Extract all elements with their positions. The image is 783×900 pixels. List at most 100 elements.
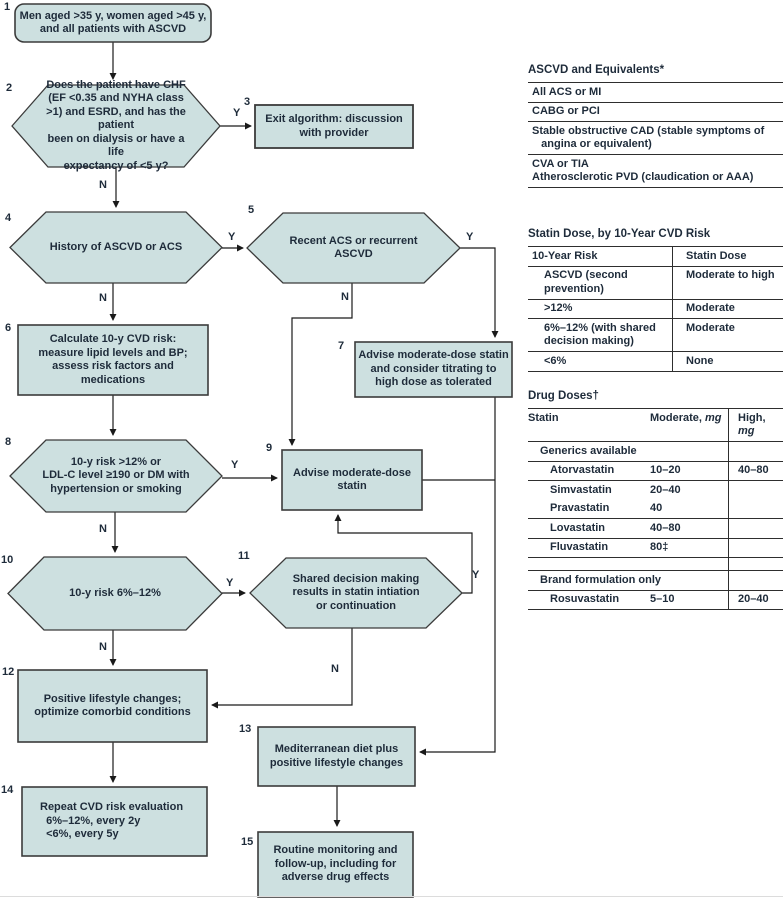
node-4-text: History of ASCVD or ACS (49, 240, 183, 253)
node-3-text: Exit algorithm: discussion with provider (265, 113, 403, 139)
ascvd-table-title: ASCVD and Equivalents* (528, 64, 665, 76)
moderate-cell: 40–80 (650, 521, 681, 534)
node-14-number: 14 (1, 784, 14, 796)
edge-label-8-no: N (99, 523, 107, 535)
node-2-shape (11, 84, 221, 168)
risk-cell: <6% (544, 354, 567, 367)
high-cell: 20–40 (738, 593, 769, 605)
node-13-shape (257, 726, 416, 787)
dose-cell: Moderate to high (686, 269, 775, 281)
table-row: ASCVD (second prevention) Moderate to hi… (528, 267, 783, 300)
risk-cell: >12% (544, 302, 573, 314)
moderate-cell: 10–20 (650, 464, 681, 476)
connector-11-12 (211, 628, 353, 709)
edge-label-10-yes: Y (226, 577, 234, 589)
node-9-shape (281, 449, 423, 511)
high-cell (728, 541, 783, 555)
node-12-shape (17, 669, 208, 743)
edge-label-8-yes: Y (231, 459, 239, 471)
statin-cell: Pravastatin (550, 502, 610, 514)
node-5-text: Recent ACS or recurrent ASCVD (289, 234, 418, 261)
node-4-number: 4 (5, 212, 12, 224)
risk-table-body: 10-Year Risk Statin Dose ASCVD (second p… (528, 246, 783, 372)
moderate-cell: 20–40 (650, 483, 681, 496)
table-row: 6%–12% (with shared decision making) Mod… (528, 319, 783, 352)
risk-cell: ASCVD (second prevention) (544, 269, 631, 295)
node-9-text: Advise moderate-dose statin (293, 466, 411, 493)
doses-table-column-divider (728, 409, 730, 610)
high-cell (728, 502, 783, 516)
moderate-col-header: Moderate, mg (650, 411, 722, 424)
high-cell: 40–80 (738, 464, 769, 476)
edge-label-4-yes: Y (228, 231, 236, 243)
node-2-number: 2 (6, 82, 13, 94)
moderate-cell: 40 (650, 502, 663, 514)
node-2-text: Does the patient have CHF (EF <0.35 and … (46, 78, 186, 172)
connector-7-13 (419, 397, 496, 756)
drug-doses-table: Drug Doses† Statin Moderate, mg High, mg… (528, 390, 783, 610)
doses-table-body: Statin Moderate, mg High, mg Generics av… (528, 408, 783, 610)
statin-cell: Lovastatin (550, 521, 606, 534)
high-col-header: High, mg (738, 411, 769, 438)
node-10-shape (7, 556, 223, 631)
dose-cell: None (686, 354, 714, 367)
node-13-text: Mediterranean diet plus positive lifesty… (269, 743, 404, 769)
node-6-number: 6 (5, 322, 12, 334)
table-row: >12% Moderate (528, 300, 783, 319)
node-1-text: Men aged >35 y, women aged >45 y, and al… (19, 9, 207, 36)
edge-label-5-yes: Y (466, 231, 474, 243)
statin-cell: Atorvastatin (550, 464, 615, 476)
node-1-shape (14, 3, 212, 43)
table-row: All ACS or MI (528, 83, 783, 103)
risk-cell: 6%–12% (with shared decision making) (544, 321, 656, 348)
risk-col-header: 10-Year Risk (532, 249, 598, 262)
node-5-number: 5 (248, 204, 255, 216)
spacer-row (528, 558, 783, 571)
node-11-shape (249, 557, 463, 629)
node-11-text: Shared decision making results in statin… (292, 572, 420, 612)
statin-col-header: Statin (528, 411, 559, 424)
statin-cell: Rosuvastatin (550, 593, 620, 605)
node-15-text: Routine monitoring and follow-up, includ… (273, 844, 398, 884)
dose-col-header: Statin Dose (686, 249, 747, 262)
table-row: Pravastatin 40 (528, 500, 783, 519)
node-8-shape (9, 439, 223, 513)
statin-cell: Fluvastatin (550, 541, 609, 553)
statin-dose-risk-table: Statin Dose, by 10-Year CVD Risk 10-Year… (528, 228, 783, 372)
edge-label-11-yes: Y (472, 569, 480, 581)
dose-cell: Moderate (686, 302, 735, 314)
moderate-cell: 80‡ (650, 541, 669, 553)
moderate-cell: 5–10 (650, 593, 675, 605)
table-row: Rosuvastatin 5–10 20–40 (528, 591, 783, 610)
connector-5-7 (460, 247, 499, 338)
node-15-shape (257, 831, 414, 898)
table-row: Fluvastatin 80‡ (528, 539, 783, 558)
node-1-number: 1 (4, 1, 11, 13)
edge-label-11-no: N (331, 663, 339, 675)
statin-cell: Simvastatin (550, 483, 612, 496)
edge-label-10-no: N (99, 641, 107, 653)
node-8-number: 8 (5, 436, 12, 448)
table-row: Stable obstructive CAD (stable symptoms … (528, 122, 783, 155)
node-10-text: 10-y risk 6%–12% (69, 586, 161, 599)
node-13-number: 13 (239, 723, 252, 735)
node-11-number: 11 (238, 550, 250, 562)
node-10-number: 10 (1, 554, 14, 566)
node-5-shape (246, 212, 461, 284)
node-14-shape (21, 786, 208, 857)
node-12-number: 12 (2, 666, 15, 678)
edge-label-2-yes: Y (233, 107, 241, 119)
table-row: CVA or TIA Atherosclerotic PVD (claudica… (528, 155, 783, 188)
node-14-text: Repeat CVD risk evaluation 6%–12%, every… (40, 801, 184, 841)
ascvd-equivalents-table: ASCVD and Equivalents* All ACS or MI CAB… (528, 64, 783, 188)
node-6-text: Calculate 10-y CVD risk: measure lipid l… (38, 333, 188, 386)
table-row: Atorvastatin 10–20 40–80 (528, 462, 783, 481)
ascvd-table-body: All ACS or MI CABG or PCI Stable obstruc… (528, 82, 783, 188)
bottom-rule (0, 896, 783, 897)
node-4-shape (9, 211, 223, 284)
edge-label-2-no: N (99, 179, 107, 191)
node-12-text: Positive lifestyle changes; optimize com… (34, 692, 191, 719)
node-7-text: Advise moderate-dose statin and consider… (358, 349, 509, 389)
